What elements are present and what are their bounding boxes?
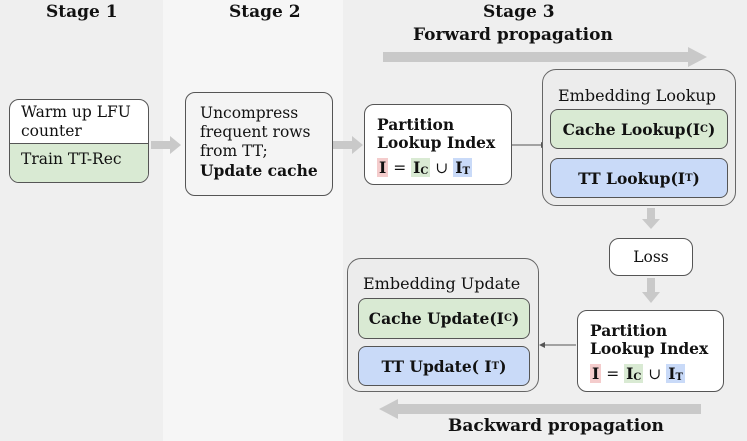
train-ttrec-section: Train TT-Rec — [10, 143, 148, 182]
stage2-text: Uncompress frequent rows from TT; Update… — [200, 104, 318, 181]
partition-forward-line1: Partition — [377, 115, 455, 134]
stage1-column — [0, 0, 163, 441]
index-Ic-back-sub: C — [633, 372, 642, 383]
partition-backward-line1: Partition — [590, 321, 668, 340]
cache-lookup-close: ) — [707, 119, 716, 139]
cache-lookup-sub: C — [700, 123, 708, 135]
stage2-box: Uncompress frequent rows from TT; Update… — [185, 92, 333, 196]
stage2-line3: from TT; — [200, 142, 268, 160]
stage1-title: Stage 1 — [46, 2, 118, 22]
index-I-back: I — [590, 364, 602, 383]
equals-sign: = — [393, 159, 407, 177]
stage2-line1: Uncompress — [200, 104, 299, 122]
partition-lookup-index-forward: Partition Lookup Index I = IC ∪ IT — [364, 104, 512, 185]
partition-lookup-index-backward: Partition Lookup Index I = IC ∪ IT — [577, 310, 724, 392]
index-It: IT — [453, 158, 472, 177]
partition-forward-title: Partition Lookup Index — [377, 116, 495, 152]
warmup-lfu-label: Warm up LFU counter — [21, 103, 131, 141]
stage1-box: Warm up LFU counter Train TT-Rec — [9, 99, 149, 183]
loss-label: Loss — [633, 248, 669, 266]
index-Ic-back-base: I — [626, 364, 634, 383]
tt-lookup-sub: T — [685, 172, 693, 184]
cache-update-close: ) — [511, 309, 520, 328]
tt-update-sub: T — [491, 360, 500, 372]
index-Ic-back: IC — [624, 364, 644, 383]
cache-update-label: Cache Update(I — [368, 309, 504, 328]
embedding-update-title: Embedding Update — [363, 274, 521, 293]
index-Ic-sub: C — [420, 166, 429, 177]
tt-update-label: TT Update( I — [381, 356, 492, 376]
stage2-line2: frequent rows — [200, 123, 311, 141]
index-Ic-base: I — [413, 158, 421, 177]
warmup-line1: Warm up LFU — [21, 103, 131, 121]
index-It-sub: T — [462, 166, 470, 177]
tt-lookup-close: ) — [692, 168, 700, 188]
backward-propagation-label: Backward propagation — [448, 416, 664, 436]
tt-lookup-label: TT Lookup(I — [578, 168, 686, 188]
loss-box: Loss — [609, 238, 693, 276]
tt-update-close: ) — [499, 356, 507, 376]
cache-update-sub: C — [503, 313, 512, 324]
index-It-back-sub: T — [675, 372, 683, 383]
union-sign-back: ∪ — [648, 365, 662, 383]
index-It-back-base: I — [668, 364, 676, 383]
index-It-back: IT — [666, 364, 685, 383]
warmup-line2: counter — [21, 122, 82, 140]
stage2-title: Stage 2 — [229, 2, 301, 22]
stage2-column — [163, 0, 343, 441]
stage3-title: Stage 3 — [483, 2, 555, 22]
stage2-update-cache: Update cache — [200, 161, 318, 180]
partition-forward-line2: Lookup Index — [377, 133, 496, 152]
union-sign: ∪ — [435, 159, 449, 177]
index-formula-backward: I = IC ∪ IT — [590, 364, 685, 383]
index-Ic: IC — [411, 158, 431, 177]
train-ttrec-label: Train TT-Rec — [21, 150, 122, 168]
cache-lookup-label: Cache Lookup(I — [562, 119, 701, 139]
partition-backward-line2: Lookup Index — [590, 339, 709, 358]
index-It-base: I — [455, 158, 463, 177]
index-I: I — [377, 158, 389, 177]
embedding-lookup-title: Embedding Lookup — [558, 86, 716, 105]
index-formula-forward: I = IC ∪ IT — [377, 158, 472, 177]
partition-backward-title: Partition Lookup Index — [590, 322, 708, 358]
forward-propagation-label: Forward propagation — [413, 25, 613, 45]
equals-sign-back: = — [606, 365, 620, 383]
